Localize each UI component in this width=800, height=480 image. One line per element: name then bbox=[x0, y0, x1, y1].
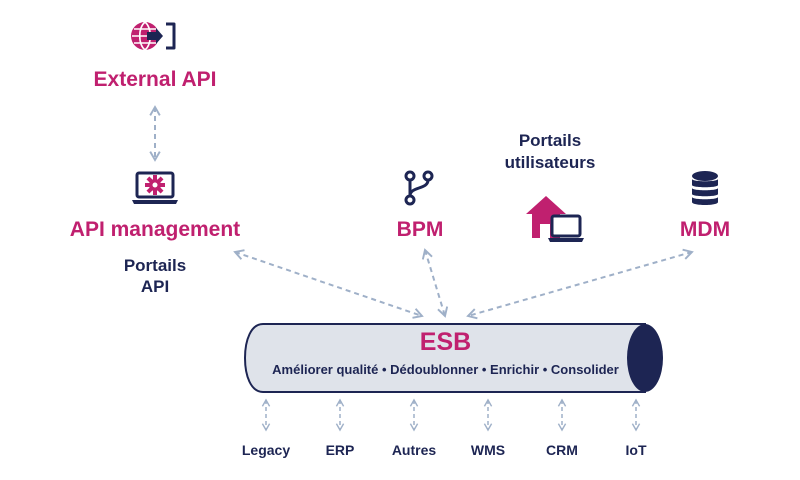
system-wms: WMS bbox=[470, 442, 506, 458]
portails-utilisateurs-line2: utilisateurs bbox=[504, 153, 596, 172]
system-legacy: Legacy bbox=[241, 442, 291, 458]
database-icon bbox=[690, 170, 720, 208]
portails-utilisateurs-label: Portails utilisateurs bbox=[470, 130, 630, 174]
api-management-label: API management bbox=[69, 218, 241, 241]
system-iot: IoT bbox=[625, 442, 647, 458]
mdm-label: MDM bbox=[679, 218, 731, 241]
globe-arrow-icon bbox=[130, 18, 178, 54]
branch-icon bbox=[403, 170, 435, 206]
bpm-label: BPM bbox=[396, 218, 444, 241]
portails-utilisateurs-line1: Portails bbox=[518, 131, 582, 150]
portails-api-line2: API bbox=[140, 277, 170, 296]
connector-api-management bbox=[233, 249, 424, 319]
system-erp: ERP bbox=[325, 442, 355, 458]
portails-api-line1: Portails bbox=[123, 256, 187, 275]
esb-pipe bbox=[243, 322, 667, 394]
esb-title: ESB bbox=[419, 328, 472, 356]
connector-bpm bbox=[421, 248, 449, 318]
api-management-subtitle: Portails API bbox=[95, 255, 215, 297]
connector-mdm bbox=[466, 248, 694, 320]
esb-subtitle: Améliorer qualité • Dédoublonner • Enric… bbox=[272, 362, 619, 377]
system-connectors bbox=[261, 398, 641, 432]
system-crm: CRM bbox=[546, 442, 578, 458]
home-laptop-icon bbox=[524, 192, 588, 246]
laptop-gear-icon bbox=[131, 170, 179, 206]
external-api-label: External API bbox=[93, 68, 217, 91]
system-autres: Autres bbox=[391, 442, 437, 458]
